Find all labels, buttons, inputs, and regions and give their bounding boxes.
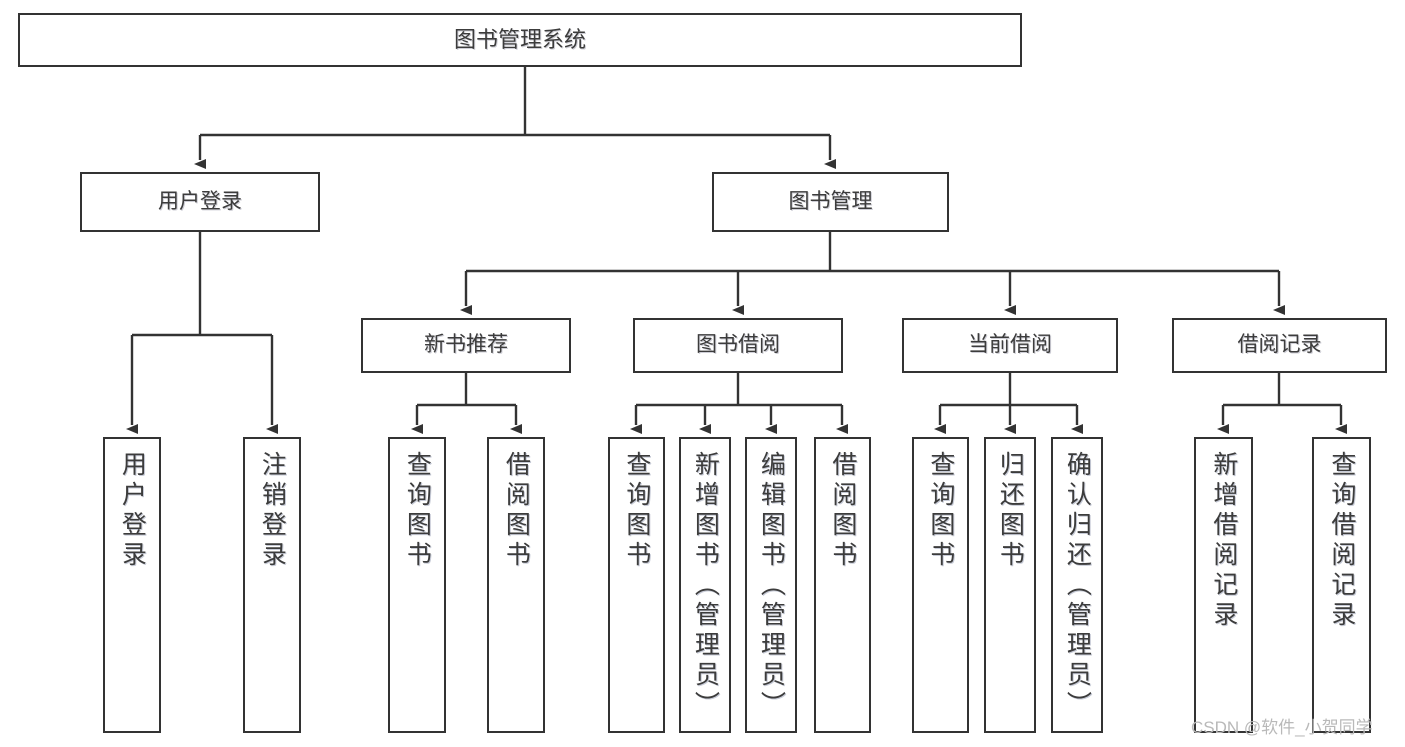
- node-label: 新增图书（管理员）: [691, 451, 720, 721]
- node-add-borrow-record[interactable]: 新增借阅记录: [1194, 437, 1253, 733]
- node-label: 借阅图书: [828, 451, 857, 571]
- node-new-book-recommend[interactable]: 新书推荐: [361, 318, 571, 373]
- node-user-login[interactable]: 用户登录: [80, 172, 320, 232]
- node-borrow-book-1[interactable]: 借阅图书: [487, 437, 545, 733]
- node-label: 查询图书: [926, 451, 955, 571]
- node-label: 图书管理系统: [453, 27, 586, 53]
- node-user-logout[interactable]: 注销登录: [243, 437, 301, 733]
- node-current-borrow[interactable]: 当前借阅: [902, 318, 1118, 373]
- node-label: 查询借阅记录: [1327, 451, 1356, 631]
- node-label: 用户登录: [158, 189, 242, 213]
- node-query-book-1[interactable]: 查询图书: [388, 437, 446, 733]
- node-label: 新书推荐: [424, 333, 508, 357]
- node-label: 图书管理: [788, 189, 873, 213]
- node-label: 归还图书: [996, 451, 1025, 571]
- node-query-borrow-record[interactable]: 查询借阅记录: [1312, 437, 1371, 733]
- node-label: 查询图书: [403, 451, 432, 571]
- node-add-book-admin[interactable]: 新增图书（管理员）: [679, 437, 731, 733]
- node-book-borrow[interactable]: 图书借阅: [633, 318, 843, 373]
- node-return-book[interactable]: 归还图书: [984, 437, 1036, 733]
- node-label: 当前借阅: [968, 333, 1052, 357]
- node-query-book-3[interactable]: 查询图书: [912, 437, 969, 733]
- node-label: 新增借阅记录: [1209, 451, 1238, 631]
- node-label: 查询图书: [622, 451, 651, 571]
- node-label: 借阅图书: [502, 451, 531, 571]
- node-edit-book-admin[interactable]: 编辑图书（管理员）: [745, 437, 797, 733]
- node-query-book-2[interactable]: 查询图书: [608, 437, 665, 733]
- node-user-login-do[interactable]: 用户登录: [103, 437, 161, 733]
- node-root-book-management-system[interactable]: 图书管理系统: [18, 13, 1022, 67]
- node-label: 注销登录: [258, 451, 287, 571]
- node-label: 借阅记录: [1237, 333, 1322, 357]
- node-label: 图书借阅: [696, 333, 780, 357]
- node-label: 用户登录: [118, 451, 147, 571]
- node-confirm-return-admin[interactable]: 确认归还（管理员）: [1051, 437, 1103, 733]
- csdn-watermark: CSDN @软件_小贺同学: [1191, 718, 1373, 737]
- node-borrow-book-2[interactable]: 借阅图书: [814, 437, 871, 733]
- node-label: 编辑图书（管理员）: [757, 451, 786, 721]
- node-book-management[interactable]: 图书管理: [712, 172, 949, 232]
- node-label: 确认归还（管理员）: [1063, 451, 1092, 721]
- node-borrow-records[interactable]: 借阅记录: [1172, 318, 1387, 373]
